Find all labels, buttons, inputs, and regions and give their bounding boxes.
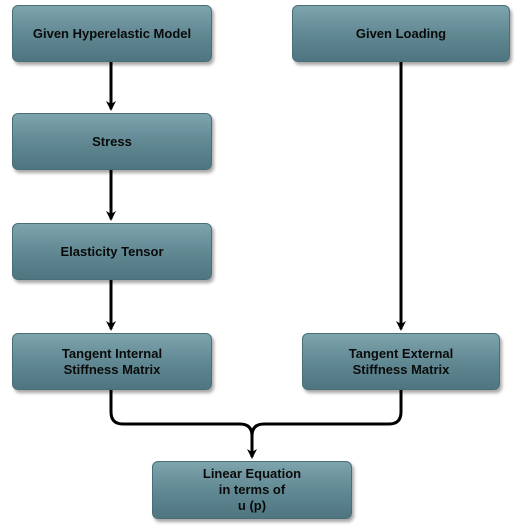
node-linear-equation: Linear Equation in terms of u (p) <box>152 461 352 519</box>
node-label: Linear Equation in terms of u (p) <box>202 466 302 513</box>
connector-tangent-external-to-merge <box>250 390 403 437</box>
node-tangent-internal-stiffness-matrix: Tangent Internal Stiffness Matrix <box>12 333 212 390</box>
node-label: Tangent Internal Stiffness Matrix <box>61 345 163 377</box>
node-stress: Stress <box>12 113 212 170</box>
node-tangent-external-stiffness-matrix: Tangent External Stiffness Matrix <box>302 333 500 390</box>
node-given-loading: Given Loading <box>292 5 510 62</box>
node-elasticity-tensor: Elasticity Tensor <box>12 223 212 280</box>
node-label: Given Hyperelastic Model <box>32 25 192 41</box>
connector-tangent-internal-to-merge <box>109 390 254 437</box>
node-label: Elasticity Tensor <box>60 243 164 259</box>
node-label: Given Loading <box>355 25 447 41</box>
node-label: Tangent External Stiffness Matrix <box>348 345 454 377</box>
node-label: Stress <box>92 133 132 149</box>
node-given-hyperelastic-model: Given Hyperelastic Model <box>12 5 212 62</box>
